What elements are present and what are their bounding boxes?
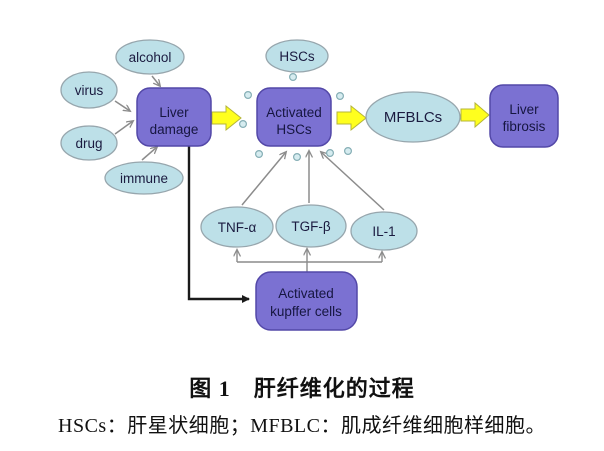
node-liver-fibrosis xyxy=(489,84,559,148)
yellow-arrow-mfblcs-to-fibrosis xyxy=(460,101,490,129)
arrow-tnf-to-hscs xyxy=(241,152,286,206)
arrow-drug-to-damage xyxy=(114,121,133,135)
label-hscs: HSCs xyxy=(279,49,315,64)
arrow-virus-to-damage xyxy=(114,100,130,111)
node-il-1 xyxy=(350,211,418,251)
arrow-damage-to-kupffer xyxy=(187,146,250,303)
bubble xyxy=(289,72,298,81)
activation-bubbles xyxy=(239,72,353,162)
bubble xyxy=(326,149,335,158)
label-tgf-beta: TGF-β xyxy=(291,219,330,234)
node-liver-damage xyxy=(136,87,212,147)
figure-caption-title: 图 1 肝纤维化的过程 xyxy=(189,376,415,401)
label-drug: drug xyxy=(75,136,102,151)
label-activated-hscs-1: Activated xyxy=(266,105,322,120)
label-il-1: IL-1 xyxy=(372,224,395,239)
bubble xyxy=(336,91,345,100)
arrow-il1-to-hscs xyxy=(321,152,385,211)
label-liver-fibrosis-2: fibrosis xyxy=(503,119,546,134)
label-mfblcs: MFBLCs xyxy=(384,109,442,126)
box-nodes xyxy=(136,84,559,331)
bubble xyxy=(344,147,353,156)
figure-caption: 图 1 肝纤维化的过程 HSCs：肝星状细胞；MFBLC：肌成纤维细胞样细胞。 xyxy=(0,355,604,438)
label-tnf-alpha: TNF-α xyxy=(218,220,257,235)
node-immune xyxy=(104,161,184,195)
bubble xyxy=(255,150,264,159)
ellipse-nodes xyxy=(60,39,461,251)
arrow-alcohol-to-damage xyxy=(151,75,160,86)
label-virus: virus xyxy=(75,83,104,98)
node-mfblcs xyxy=(365,91,461,143)
node-activated-hscs xyxy=(256,87,332,147)
figure-caption-note: HSCs：肝星状细胞；MFBLC：肌成纤维细胞样细胞。 xyxy=(58,415,546,437)
label-activated-hscs-2: HSCs xyxy=(276,122,312,137)
node-hscs xyxy=(265,39,329,73)
yellow-arrow-hscs-to-mfblcs xyxy=(336,104,367,132)
label-immune: immune xyxy=(120,171,168,186)
node-tnf-alpha xyxy=(200,206,274,248)
label-liver-fibrosis-1: Liver xyxy=(509,102,539,117)
cytokine-arrows xyxy=(241,151,385,211)
node-activated-kupffer xyxy=(255,271,358,331)
node-alcohol xyxy=(115,39,185,75)
label-alcohol: alcohol xyxy=(129,50,172,65)
bubble xyxy=(293,153,302,162)
node-virus xyxy=(60,71,118,109)
node-tgf-beta xyxy=(275,204,347,248)
bubble xyxy=(244,90,253,99)
arrow-immune-to-damage xyxy=(141,147,157,161)
node-drug xyxy=(60,125,118,161)
bubble xyxy=(239,119,248,128)
flow-arrows xyxy=(211,101,490,132)
label-liver-damage-2: damage xyxy=(150,122,199,137)
label-liver-damage-1: Liver xyxy=(159,105,189,120)
yellow-arrow-damage-to-hscs xyxy=(211,104,242,132)
label-activated-kupffer-2: kupffer cells xyxy=(270,304,342,319)
kupffer-connector xyxy=(237,249,382,272)
label-activated-kupffer-1: Activated xyxy=(278,286,334,301)
liver-fibrosis-diagram: alcohol virus drug immune HSCs MFBLCs TN… xyxy=(60,39,559,331)
cause-arrows xyxy=(114,75,160,161)
